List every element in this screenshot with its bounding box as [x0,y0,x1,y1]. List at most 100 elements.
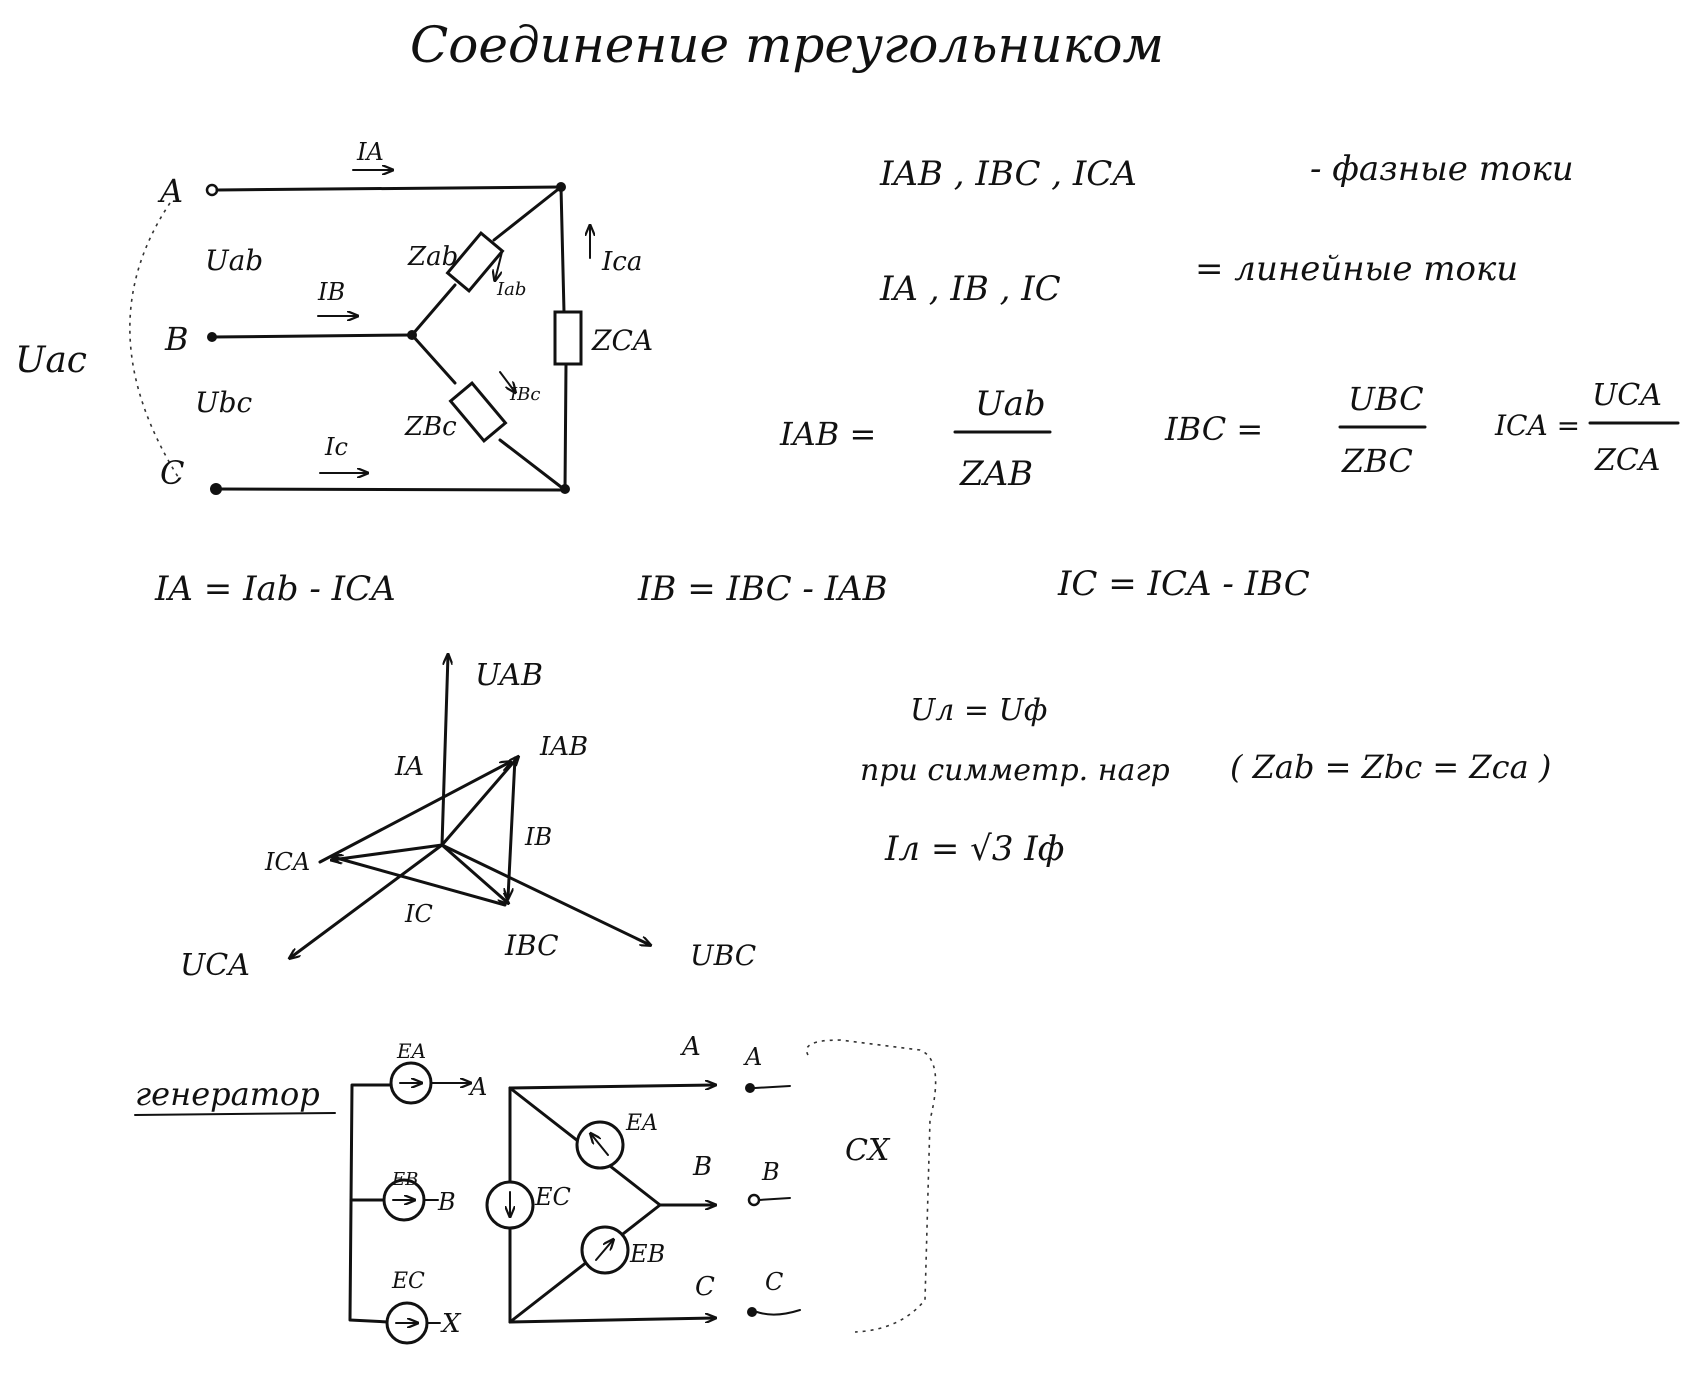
label-line-c: C [695,1272,715,1302]
label-zab: Zab [407,242,458,272]
label-out-x: X [440,1309,462,1339]
page-title: Соединение треугольником [410,16,1164,74]
wire-ab-upper [492,185,563,242]
node-b-junction [407,330,417,340]
resistor-zca [553,310,583,366]
label-eb-wye: EB [391,1169,418,1190]
wire-ca-top [559,185,566,314]
line-currents-list: IA , IB , IC [879,269,1061,309]
label-ubc: Ubc [195,386,253,419]
phase-currents-label: - фазные токи [1310,149,1574,189]
formula-ica-num: UCA [1592,378,1662,413]
symmetric-notes: Uл = Uф при симметр. нагр ( Zab = Zbc = … [860,693,1551,869]
formula-ica-den: ZCA [1594,443,1660,478]
symmetric-condition: ( Zab = Zbc = Zca ) [1230,748,1551,786]
phasor-u-bc [440,843,650,945]
label-iab: Iab [496,279,526,300]
wire-a [215,185,563,192]
line-out-a [508,1085,715,1088]
wire-out-c [756,1309,801,1316]
label-ica: Ica [601,247,642,277]
line-out-c [508,1318,715,1324]
consumer-box-label: СХ [845,1133,891,1168]
formula-ib: IB = IBC - IAB [637,569,888,609]
terminal-out-c [747,1307,757,1317]
label-out-a: A [468,1073,487,1101]
arrow-ibc [499,371,515,392]
generator-label-underline [134,1112,336,1116]
label-node-a: A [157,172,183,210]
label-zbc: ZBc [404,412,457,442]
phasor-label-u-bc: UBC [690,939,756,972]
label-out-b: B [437,1188,456,1216]
wire-bc-upper [410,333,457,385]
phasor-diagram: UAB UCA UBC IAB ICA IBC IA IB IC [180,655,756,983]
phasor-i-ca [332,843,444,860]
wire-out-b [758,1197,791,1201]
phasor-label-i-a: IA [394,752,424,782]
phasor-i-c [333,857,507,907]
formula-ibc-num: UBC [1348,380,1424,418]
formula-iab-lhs: IAB = [779,415,876,453]
label-line-b: B [692,1152,712,1182]
notes: IAB , IBC , ICA - фазные токи IA , IB , … [879,149,1574,309]
label-node-b: B [164,320,189,358]
wye-bus [348,1083,392,1324]
source-eb-delta-arrow [595,1240,613,1261]
line-currents-label: = линейные токи [1195,249,1518,289]
symmetric-line1: Uл = Uф [910,693,1047,728]
formula-ibc-lhs: IBC = [1164,410,1263,448]
label-ea-wye: EA [396,1039,426,1063]
phasor-i-ab [440,757,518,847]
resistor-zbc [448,380,508,444]
label-line-a: A [680,1032,701,1062]
label-uab: Uab [205,244,263,277]
label-ibc: IBc [509,384,540,405]
source-ea-delta-arrow [591,1134,609,1156]
phasor-i-b [508,756,517,898]
phase-currents-list: IAB , IBC , ICA [879,154,1137,194]
wire-ab-lower [410,283,457,337]
phasor-label-i-ab: IAB [539,732,588,762]
formula-iab-den: ZAB [959,454,1033,494]
consumer-box [805,1039,937,1333]
formula-iab-num: Uab [975,384,1046,424]
terminal-out-a [745,1083,755,1093]
delta-circuit: A B C IA IB Ic Uab Ubc Uac Zab ZBc ZCA I… [15,138,653,495]
phasor-u-ab [440,655,448,847]
label-ic: Ic [324,433,348,461]
symmetric-result: Iл = √3 Iф [884,829,1064,869]
phasor-u-ca [290,843,444,958]
label-term-a: A [743,1043,762,1071]
label-eb-delta: EB [629,1240,665,1268]
label-ec-delta: EC [534,1183,571,1211]
label-ia: IA [356,138,384,166]
arrow-iab [495,251,503,280]
label-ec-wye: EC [391,1269,425,1294]
formula-ia: IA = Iab - ICA [154,569,396,609]
generator-section: генератор EA EB EC A B X EA EB EC [134,1032,937,1345]
wire-ca-bottom [563,362,568,492]
phasor-i-bc [440,843,508,903]
symmetric-line2: при симметр. нагр [860,753,1170,788]
phasor-label-i-b: IB [524,823,552,851]
wire-b [210,333,414,339]
label-zca: ZCA [591,324,653,357]
label-uac: Uac [15,340,87,381]
wire-c [214,487,567,492]
label-ea-delta: EA [625,1111,658,1136]
phasor-i-a [318,762,510,864]
label-term-b: B [761,1158,780,1186]
formulas: IAB = Uab ZAB IBC = UBC ZBC ICA = UCA ZC… [154,378,1680,609]
phasor-label-i-ca: ICA [264,848,310,876]
resistor-zab [445,230,505,294]
terminal-out-b [747,1193,761,1207]
formula-ic: IC = ICA - IBC [1057,564,1310,604]
label-term-c: C [765,1268,783,1296]
label-node-c: C [160,454,184,492]
formula-ibc-den: ZBC [1341,442,1413,480]
phasor-label-u-ca: UCA [180,948,250,983]
phasor-label-i-c: IC [404,900,433,928]
wire-bc-lower [498,438,567,492]
